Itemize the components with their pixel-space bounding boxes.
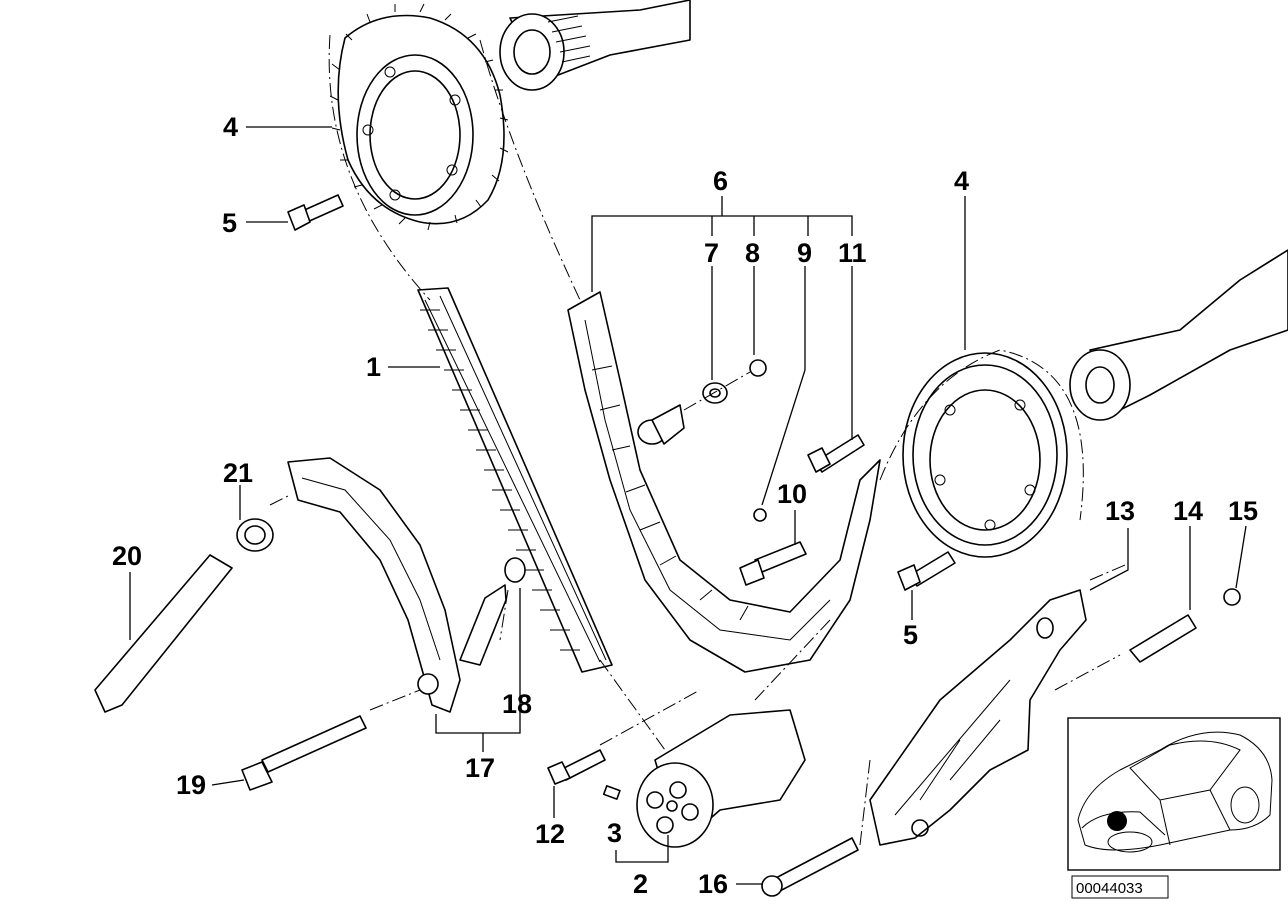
callout-16: 16 [698,869,728,899]
part-number: 00044033 [1076,880,1143,897]
callout-9: 9 [797,238,812,268]
guide-rail [869,589,1087,846]
crank-bolt [547,749,606,785]
callout-7: 7 [704,238,719,268]
callout-labels: 1 2 3 4 4 5 5 6 7 8 9 10 11 12 13 14 15 … [112,112,1258,899]
sprocket-bolt-left [287,194,344,231]
callout-17: 17 [465,753,495,783]
callout-18: 18 [502,689,532,719]
exhaust-camshaft-upper [499,0,691,91]
intake-camshaft-right [1069,249,1288,421]
tensioner-shoe [287,457,461,713]
diagram-reference: 00044033 [1071,875,1169,899]
callout-20: 20 [112,541,142,571]
chain-tensioner [94,518,274,713]
callout-13: 13 [1105,496,1135,526]
callout-6: 6 [713,166,728,196]
callout-19: 19 [176,770,206,800]
callout-14: 14 [1173,496,1203,526]
callout-1: 1 [366,352,381,382]
callout-8: 8 [745,238,760,268]
leader-lines [129,126,1247,885]
callout-4-upper: 4 [223,112,238,142]
timing-chain [417,287,613,673]
callout-5-upper: 5 [222,208,237,238]
callout-5-right: 5 [903,620,918,650]
car-outline-icon [1077,731,1273,853]
callout-3: 3 [607,818,622,848]
callout-21: 21 [223,458,253,488]
rail-bolts [739,434,865,586]
callout-12: 12 [535,819,565,849]
camshaft-sprocket-upper [329,3,509,231]
callout-2: 2 [633,869,648,899]
vehicle-locator-inset [1067,717,1281,871]
tensioner-rail [567,291,881,673]
guide-bolt [761,837,859,897]
callout-10: 10 [777,479,807,509]
tensioner-piston [459,557,526,666]
washer-and-clip [683,359,767,411]
callout-11: 11 [838,238,867,268]
sprocket-bolt-right [897,551,956,591]
shoe-pivot-bolt [241,715,367,791]
camshaft-sprocket-right [902,352,1068,558]
chain-path-line [269,34,1126,846]
location-marker-icon [1107,811,1127,831]
callout-4-right: 4 [954,166,969,196]
callout-15: 15 [1228,496,1258,526]
dowel-pin [602,785,621,800]
guide-pin [1129,588,1241,663]
crankshaft-sprocket [636,709,806,848]
